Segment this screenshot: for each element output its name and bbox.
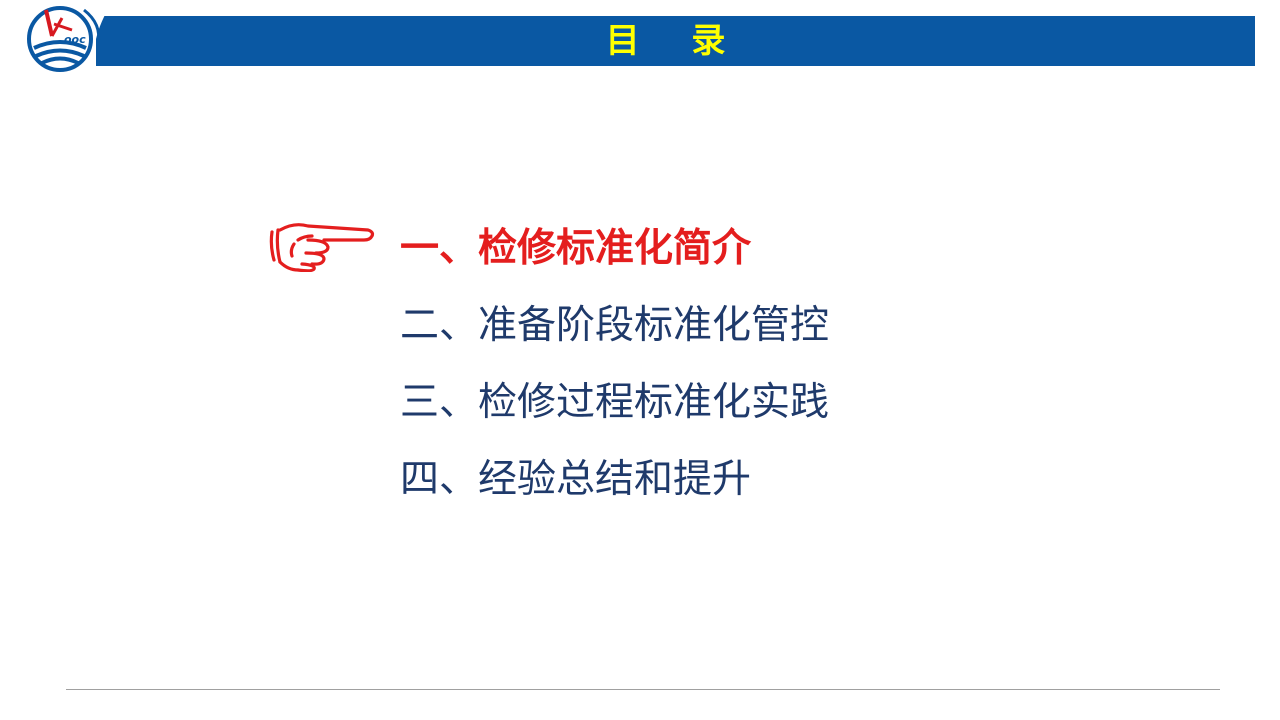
toc-item-2[interactable]: 二、准备阶段标准化管控	[400, 303, 830, 348]
page-title: 目 录	[605, 21, 746, 61]
toc-item-3[interactable]: 三、检修过程标准化实践	[400, 380, 830, 425]
footer-divider	[66, 689, 1220, 690]
toc-item-1[interactable]: 一、检修标准化简介	[400, 226, 752, 271]
toc-list: 一、检修标准化简介 二、准备阶段标准化管控 三、检修过程标准化实践 四、经验总结…	[400, 210, 1020, 518]
pointing-hand-icon	[269, 223, 375, 272]
cnooc-logo-icon: ooc	[22, 2, 112, 76]
header-bar	[96, 16, 1255, 66]
svg-text:ooc: ooc	[64, 33, 86, 46]
toc-item-4[interactable]: 四、经验总结和提升	[400, 457, 752, 502]
